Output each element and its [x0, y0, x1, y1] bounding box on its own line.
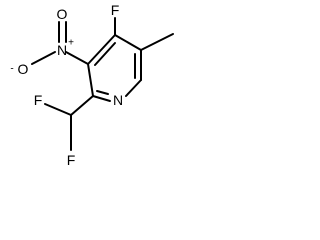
ring-bond-c3-c4-inner [94, 42, 116, 66]
structure-diagram: F N + O O - N F F [10, 2, 174, 168]
bond-c2-difluoromethyl [70, 95, 94, 116]
bond-c5-methyl [140, 33, 174, 51]
nitro-nitrogen-charge: + [68, 38, 74, 49]
nitro-oxygen-double-label: O [57, 6, 68, 22]
ring-bond-c4-c5 [114, 34, 142, 51]
ring-bond-c6-n1 [125, 79, 142, 97]
difluoromethyl-f1-label: F [34, 92, 43, 108]
nitro-nitrogen-label: N [57, 42, 67, 58]
bond-cf-f1 [44, 103, 72, 116]
fluorine-top-label: F [111, 2, 120, 18]
nitro-oxygen-single-charge: - [10, 64, 13, 75]
ring-bond-n1-c2 [92, 95, 111, 102]
difluoromethyl-f2-label: F [67, 152, 76, 168]
bond-nitro-oxygen-single [31, 51, 56, 65]
ring-bond-n1-c2-inner [96, 90, 109, 95]
ring-nitrogen-label: N [113, 92, 123, 108]
nitro-oxygen-single-label: O [18, 61, 29, 77]
ring-bond-c3-c4 [87, 34, 116, 65]
ring-bond-c2-c3 [87, 63, 94, 97]
bond-c3-nitro [65, 51, 89, 65]
